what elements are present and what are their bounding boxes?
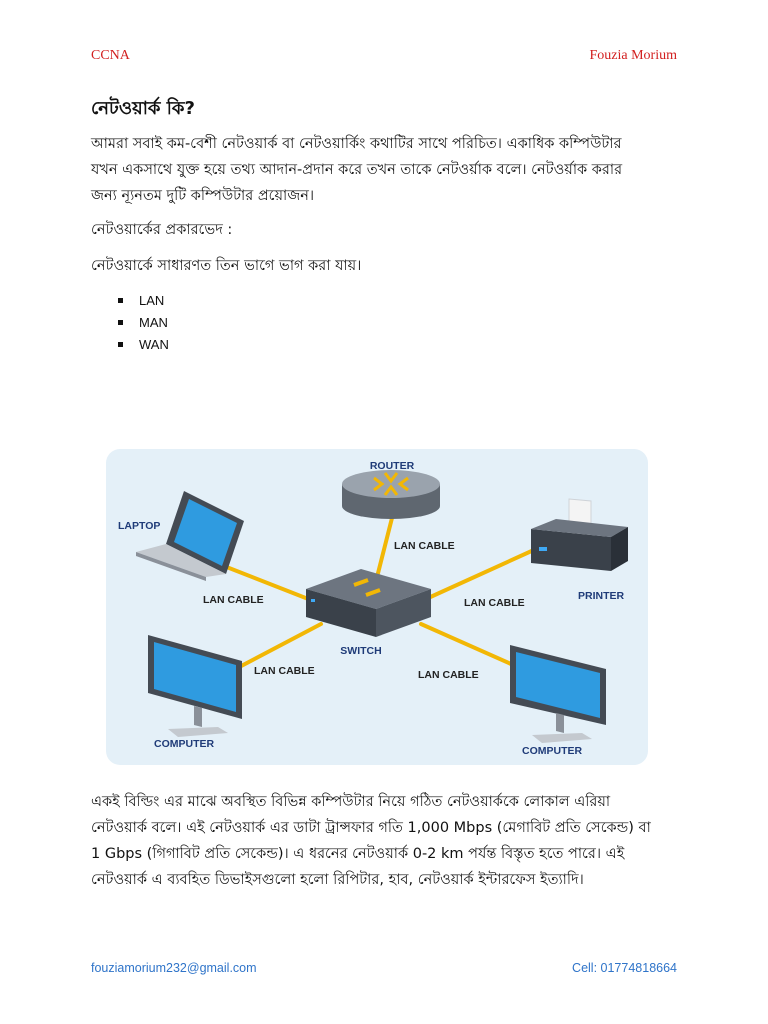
lan-network-diagram: ROUTER SWITCH LAPTOP PRINTER COMPUTER [106,449,648,765]
list-item: LAN [118,290,169,312]
page-heading: নেটওয়ার্ক কি? [91,98,195,119]
lan-line: 1 Gbps (গিগাবিট প্রতি সেকেন্ড)। এ ধরনের … [91,846,625,862]
bullet-icon [118,298,123,304]
cables [199,512,538,676]
cable-computer-right-label: LAN CABLE [418,669,479,681]
intro-line: জন্য ন্যূনতম দুটি কম্পিউটার প্রয়োজন। [91,188,315,204]
lan-description-paragraph: একই বিল্ডিং এর মাঝে অবস্থিত বিভিন্ন কম্প… [91,789,681,893]
intro-line: আমরা সবাই কম-বেশী নেটওয়ার্ক বা নেটওয়ার… [91,136,622,152]
bullet-icon [118,320,123,326]
computer-right-label: COMPUTER [522,745,583,757]
lan-line: নেটওয়ার্ক এ ব্যবহিত ডিভাইসগুলো হলো রিপি… [91,872,584,888]
header-author: Fouzia Morium [589,48,678,63]
computer-left-icon [148,635,242,737]
list-item-label: WAN [139,337,169,352]
lan-line: একই বিল্ডিং এর মাঝে অবস্থিত বিভিন্ন কম্প… [91,794,611,810]
lan-line: নেটওয়ার্ক বলে। এই নেটওয়ার্ক এর ডাটা ট্… [91,820,651,836]
computer-left-label: COMPUTER [154,738,215,750]
laptop-label: LAPTOP [118,520,160,532]
computer-right-icon [510,645,606,743]
intro-line: যখন একসাথে যুক্ত হয়ে তথ্য আদান-প্রদান ক… [91,162,623,178]
types-intro: নেটওয়ার্কে সাধারণত তিন ভাগে ভাগ করা যায… [91,258,362,274]
footer-cell: Cell: 01774818664 [572,961,677,975]
cable-printer-line [424,547,538,601]
footer-email: fouziamorium232@gmail.com [91,961,257,975]
router-label: ROUTER [370,460,415,472]
printer-icon [531,498,628,571]
cable-computer-right-line [419,622,513,666]
intro-paragraph: আমরা সবাই কম-বেশী নেটওয়ার্ক বা নেটওয়ার… [91,131,681,209]
cable-computer-left-label: LAN CABLE [254,665,315,677]
bullet-icon [118,342,123,348]
network-types-list: LAN MAN WAN [118,290,169,356]
header-left-title: CCNA [91,48,130,63]
cable-router-label: LAN CABLE [394,540,455,552]
switch-label: SWITCH [340,645,381,657]
laptop-icon [136,491,244,581]
printer-label: PRINTER [578,590,625,602]
types-title: নেটওয়ার্কের প্রকারভেদ : [91,222,233,238]
switch-icon [306,569,431,637]
router-icon [342,470,440,519]
list-item-label: LAN [139,293,165,308]
list-item-label: MAN [139,315,168,330]
list-item: MAN [118,312,169,334]
cable-laptop-label: LAN CABLE [203,594,264,606]
list-item: WAN [118,334,169,356]
cable-printer-label: LAN CABLE [464,597,525,609]
